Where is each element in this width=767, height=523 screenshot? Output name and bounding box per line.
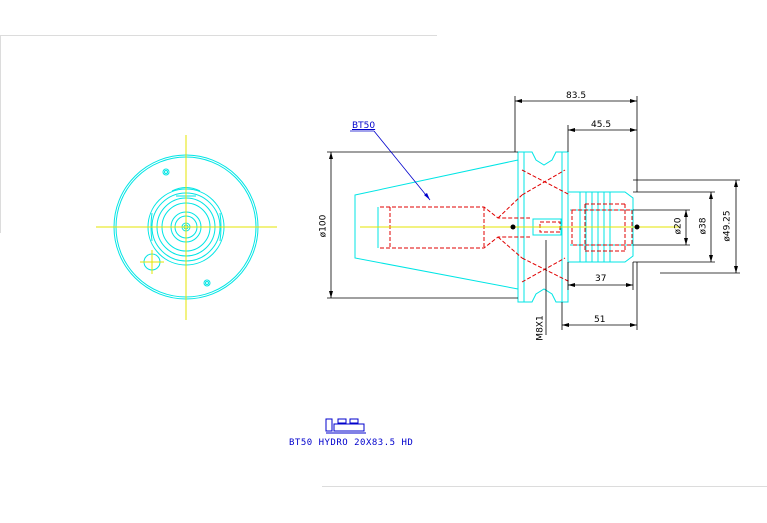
- drawing-caption: BT50 HYDRO 20X83.5 HD: [289, 438, 414, 448]
- hidden-bore-bottom: [380, 236, 530, 249]
- frame-line-top: [0, 35, 437, 36]
- frame-line-left: [0, 35, 1, 233]
- hidden-bore-top: [380, 206, 530, 219]
- end-view-hole-bottom: [203, 279, 211, 287]
- center-points: [510, 224, 640, 230]
- dim-thread: M8X1: [535, 315, 546, 341]
- part-label: BT50: [352, 121, 376, 131]
- dimension-arrows: [329, 99, 738, 327]
- dim-bore-diameter: ø20: [673, 217, 684, 235]
- side-view-hidden: [380, 169, 633, 283]
- dim-body-diameter-2: ø49.25: [722, 210, 733, 242]
- dim-overall-length: 83.5: [566, 91, 587, 101]
- end-view-centerlines: [96, 135, 277, 320]
- dim-nose-total: 51: [594, 315, 606, 325]
- dim-clamp-length: 37: [595, 274, 607, 284]
- taper-shank: [354, 159, 519, 290]
- end-view-hole-top: [162, 168, 170, 176]
- flange: [517, 151, 569, 303]
- frame-line-bottom: [322, 486, 767, 487]
- bt50-leader: [350, 130, 431, 201]
- dim-body-diameter-1: ø38: [698, 217, 709, 235]
- dim-nose-length: 45.5: [591, 120, 612, 130]
- dim-flange-diameter: ø100: [318, 214, 329, 238]
- company-logo: [325, 418, 366, 434]
